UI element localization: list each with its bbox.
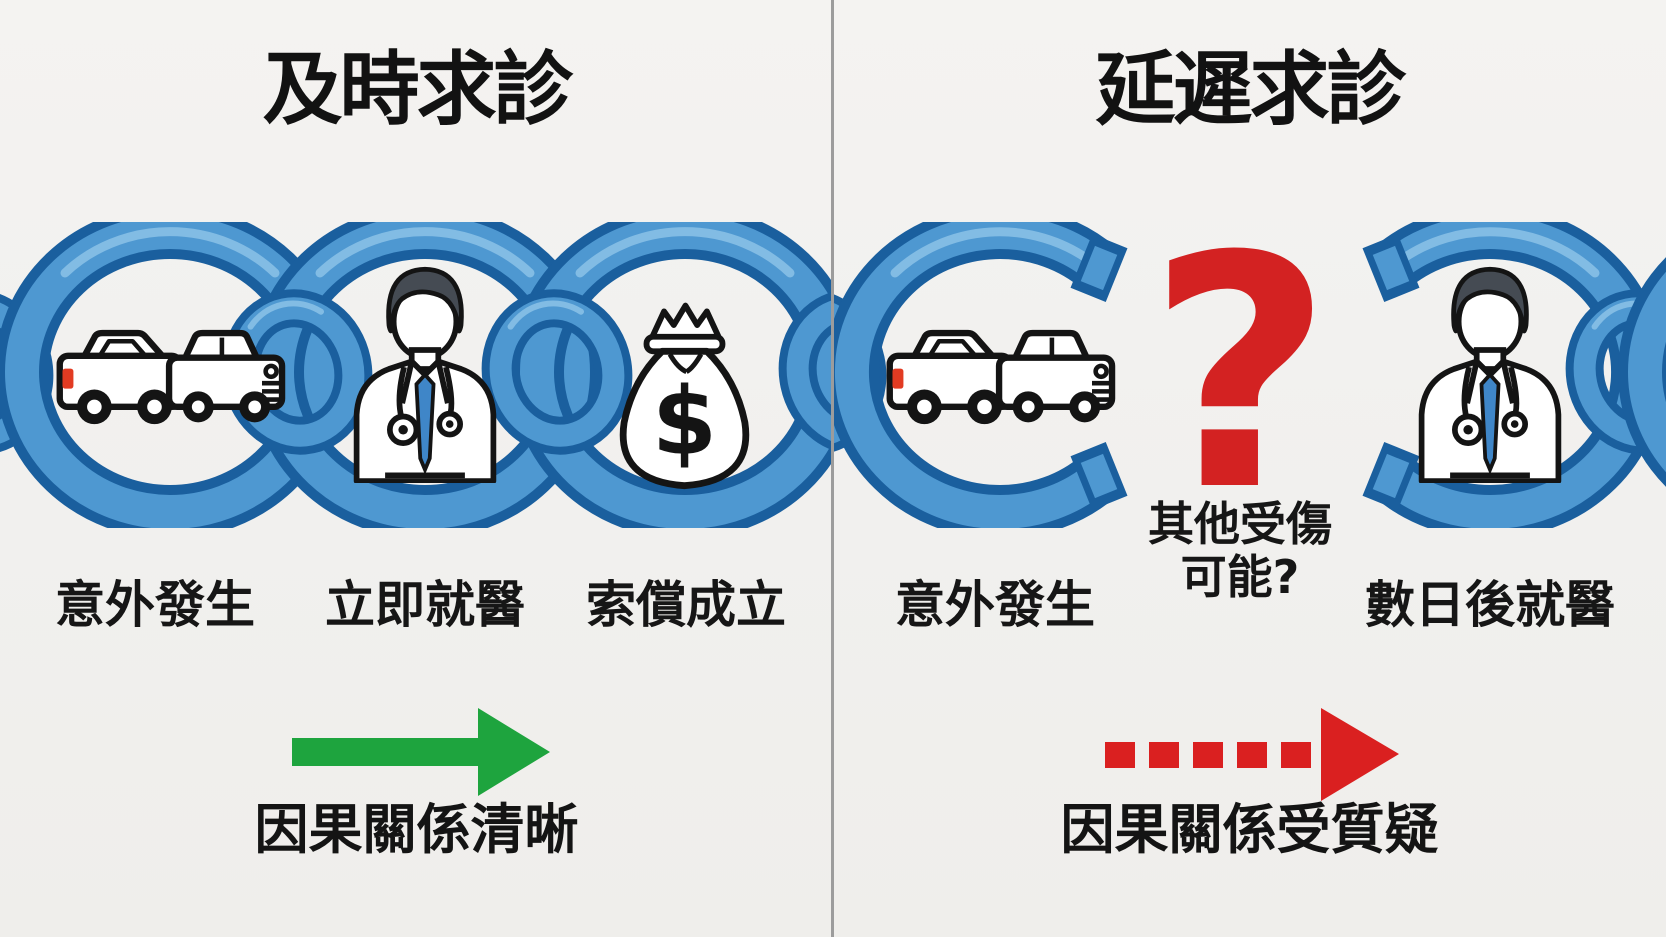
chain-link <box>0 222 345 528</box>
step-label-accident: 意外發生 <box>895 576 1095 634</box>
panel-title-timely: 及時求診 <box>262 43 574 136</box>
step-label-immediate-treatment: 立即就醫 <box>325 576 525 634</box>
panel-divider <box>831 0 834 937</box>
dollar-symbol: $ <box>652 368 717 477</box>
chain-edge-link <box>1618 257 1666 487</box>
question-mark: ? <box>1147 189 1333 561</box>
chain-link-broken <box>833 222 1128 528</box>
panel-timely: 及時求診 <box>0 43 833 861</box>
chain-link <box>510 222 833 528</box>
car-crash-icon <box>56 329 286 425</box>
red-dashed-arrow-icon <box>1105 708 1399 801</box>
step-label-accident: 意外發生 <box>55 576 255 634</box>
caption-causal-questioned: 因果關係受質疑 <box>1060 798 1439 861</box>
step-label-claim-established: 索償成立 <box>586 576 786 634</box>
doctor-icon <box>353 266 497 484</box>
car-crash-icon <box>886 329 1116 425</box>
gap-note-other-injury: 其他受傷 可能? <box>1110 497 1370 605</box>
step-label-delayed-treatment: 數日後就醫 <box>1365 576 1615 634</box>
green-arrow-icon <box>292 708 550 796</box>
doctor-icon <box>1418 266 1562 484</box>
panel-delayed: 延遲求診 <box>833 0 1666 937</box>
broken-chain-illustration <box>833 222 1666 528</box>
money-bag-icon: $ <box>619 302 750 490</box>
chain-edge-connector <box>778 289 833 455</box>
chain-connector <box>481 289 633 455</box>
gap-note-line2: 可能? <box>1180 550 1300 605</box>
caption-causal-clear: 因果關係清晰 <box>254 798 579 861</box>
gap-note-line1: 其他受傷 <box>1148 497 1332 551</box>
panel-title-delayed: 延遲求診 <box>1095 43 1407 136</box>
